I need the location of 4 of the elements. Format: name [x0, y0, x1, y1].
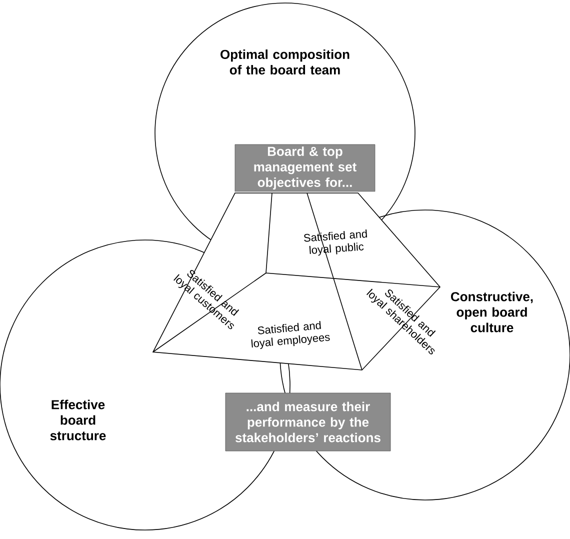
- text-box: Board & top management set objectives for...: [234, 144, 376, 192]
- face-label: Satisfied and loyal employees: [251, 320, 330, 349]
- face-label: Satisfied and loyal public: [304, 229, 368, 256]
- text-box: ...and measure their performance by the stakeholders’ reactions: [225, 392, 391, 452]
